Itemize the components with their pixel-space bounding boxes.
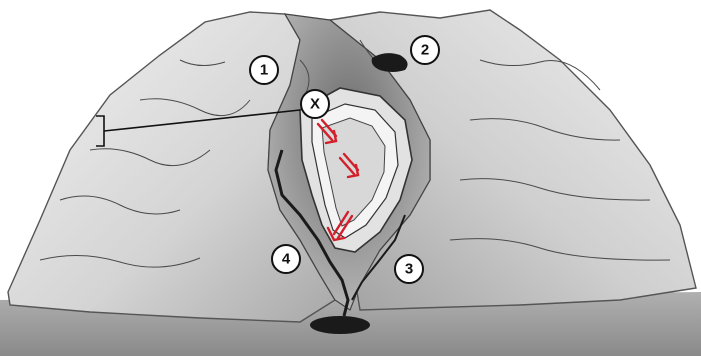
svg-text:X: X (310, 96, 320, 113)
label-1: 1 (250, 56, 278, 84)
outlet-pool (310, 316, 370, 334)
label-4: 4 (272, 245, 300, 273)
label-2: 2 (411, 36, 439, 64)
svg-text:3: 3 (405, 261, 413, 278)
svg-text:2: 2 (421, 42, 429, 59)
label-3: 3 (395, 255, 423, 283)
svg-text:1: 1 (260, 62, 268, 79)
svg-text:4: 4 (282, 251, 291, 268)
label-x: X (301, 90, 329, 118)
